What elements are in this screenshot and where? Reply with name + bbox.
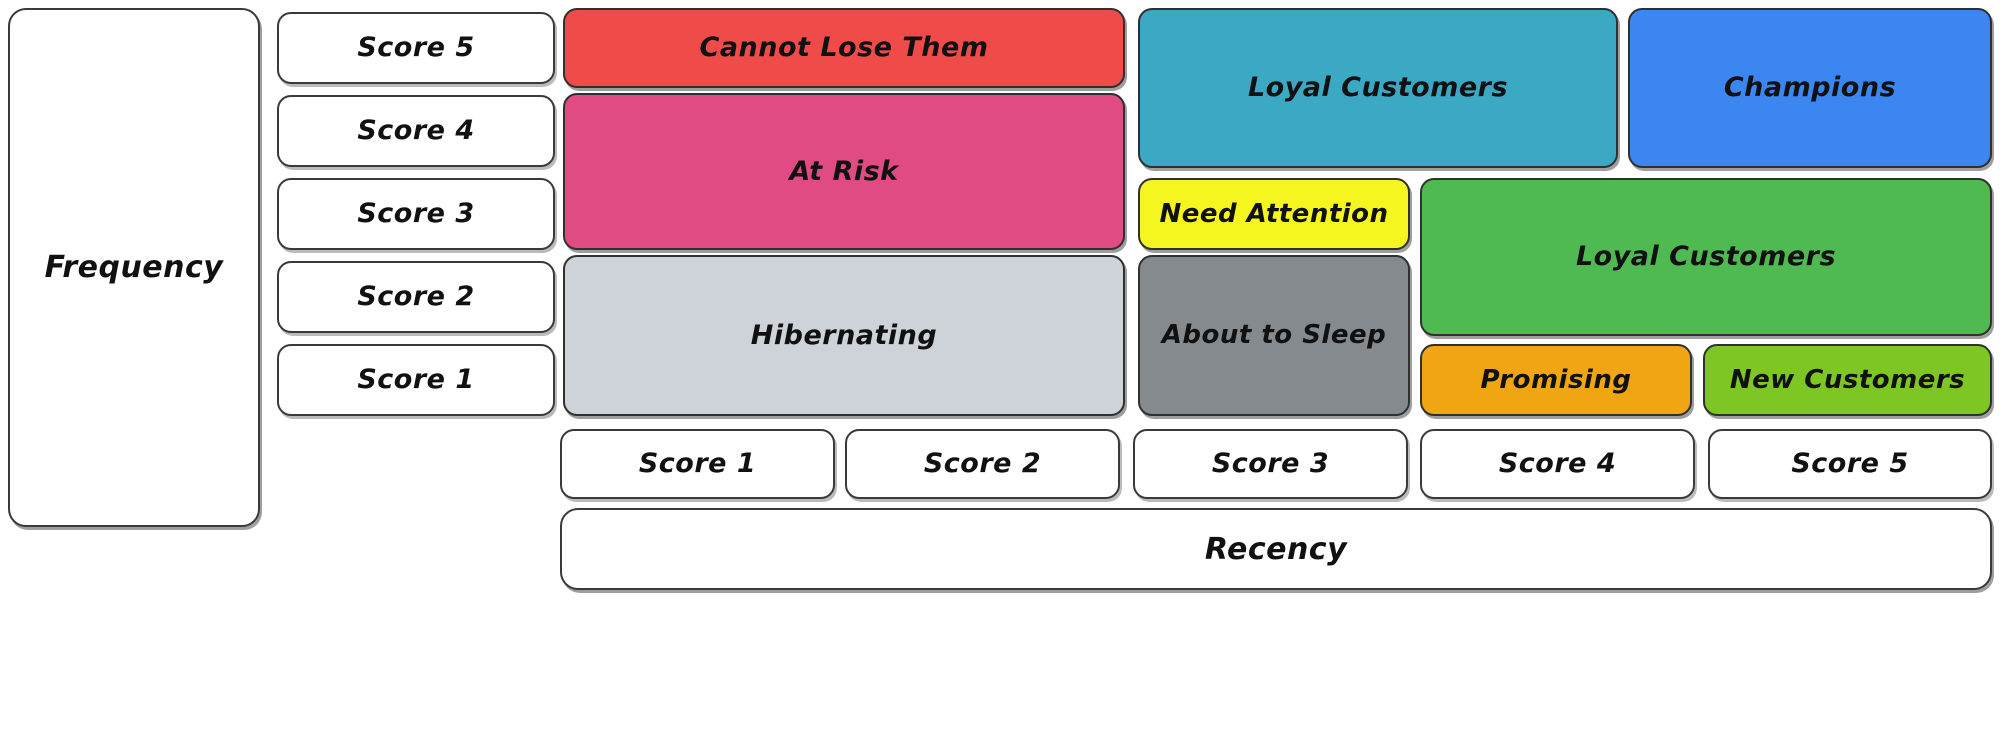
segment-promising-label: Promising — [1480, 364, 1632, 395]
recency-score-5-label: Score 5 — [1791, 448, 1909, 480]
recency-axis-label: Recency — [560, 508, 1992, 590]
frequency-axis-label: Frequency — [8, 8, 260, 527]
frequency-score-3[interactable]: Score 3 — [277, 178, 555, 250]
segment-loyal-customers-teal[interactable]: Loyal Customers — [1138, 8, 1618, 168]
frequency-score-4-label: Score 4 — [357, 115, 475, 147]
frequency-score-5-label: Score 5 — [357, 32, 475, 64]
recency-score-3-label: Score 3 — [1211, 448, 1330, 480]
frequency-score-4[interactable]: Score 4 — [277, 95, 555, 167]
recency-score-3[interactable]: Score 3 — [1133, 429, 1408, 499]
frequency-score-5[interactable]: Score 5 — [277, 12, 555, 84]
segment-cannot-lose-them[interactable]: Cannot Lose Them — [563, 8, 1125, 88]
frequency-score-1-label: Score 1 — [357, 364, 475, 396]
segment-about-to-sleep-label: About to Sleep — [1161, 320, 1387, 351]
frequency-score-2-label: Score 2 — [357, 281, 475, 313]
segment-loyal-customers-teal-label: Loyal Customers — [1247, 72, 1509, 104]
segment-need-attention[interactable]: Need Attention — [1138, 178, 1410, 250]
segment-about-to-sleep[interactable]: About to Sleep — [1138, 255, 1410, 416]
segment-need-attention-label: Need Attention — [1159, 198, 1389, 229]
segment-loyal-customers-green-label: Loyal Customers — [1575, 241, 1837, 273]
recency-score-5[interactable]: Score 5 — [1708, 429, 1992, 499]
segment-champions[interactable]: Champions — [1628, 8, 1992, 168]
recency-score-4[interactable]: Score 4 — [1420, 429, 1695, 499]
recency-score-2[interactable]: Score 2 — [845, 429, 1120, 499]
segment-new-customers[interactable]: New Customers — [1703, 344, 1992, 416]
segment-at-risk-label: At Risk — [789, 155, 899, 187]
recency-score-4-label: Score 4 — [1498, 448, 1617, 480]
recency-score-1[interactable]: Score 1 — [560, 429, 835, 499]
frequency-score-3-label: Score 3 — [357, 198, 475, 230]
recency-score-1-label: Score 1 — [638, 448, 757, 480]
segment-promising[interactable]: Promising — [1420, 344, 1692, 416]
frequency-score-2[interactable]: Score 2 — [277, 261, 555, 333]
segment-at-risk[interactable]: At Risk — [563, 93, 1125, 250]
segment-champions-label: Champions — [1723, 72, 1897, 104]
segment-new-customers-label: New Customers — [1729, 364, 1966, 395]
segment-hibernating[interactable]: Hibernating — [563, 255, 1125, 416]
segment-hibernating-label: Hibernating — [750, 319, 938, 351]
segment-cannot-lose-them-label: Cannot Lose Them — [699, 32, 989, 64]
recency-score-2-label: Score 2 — [923, 448, 1042, 480]
segment-loyal-customers-green[interactable]: Loyal Customers — [1420, 178, 1992, 336]
frequency-axis-text: Frequency — [44, 250, 224, 285]
frequency-score-1[interactable]: Score 1 — [277, 344, 555, 416]
recency-axis-text: Recency — [1204, 531, 1348, 567]
